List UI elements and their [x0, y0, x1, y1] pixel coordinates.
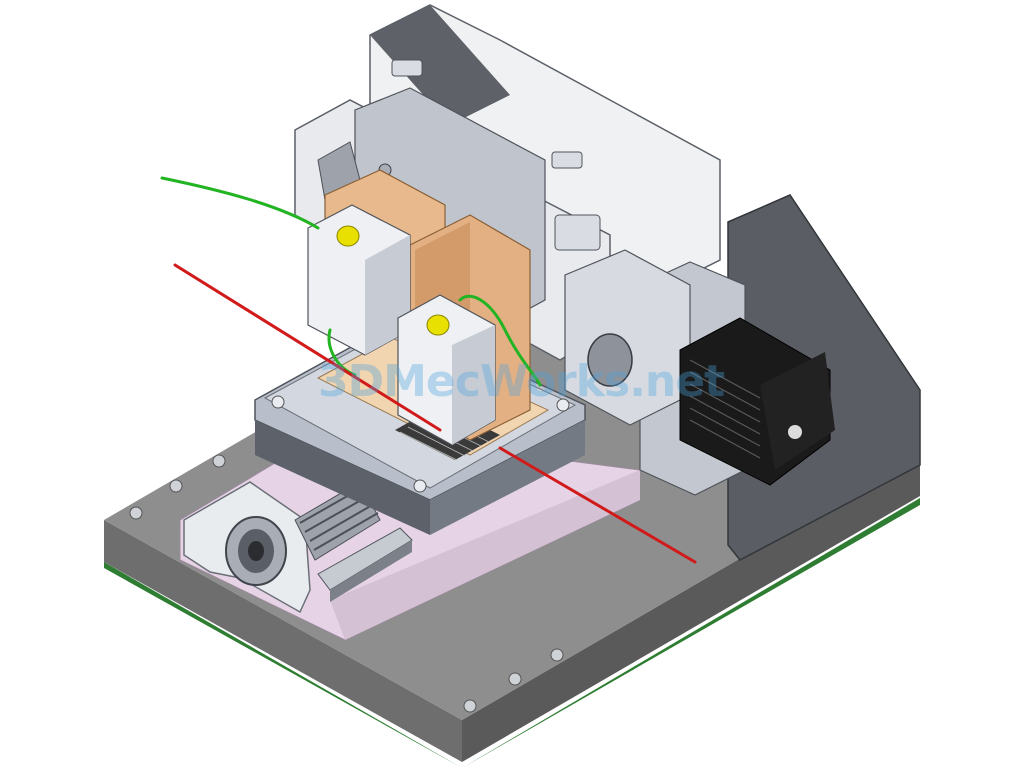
x-linear-rail: [317, 527, 413, 602]
wires: [160, 176, 697, 564]
pneumatic-cylinder-icon: [307, 204, 496, 446]
stepper-motor-icon: [679, 317, 835, 486]
bearing-block-icon: [183, 481, 311, 614]
